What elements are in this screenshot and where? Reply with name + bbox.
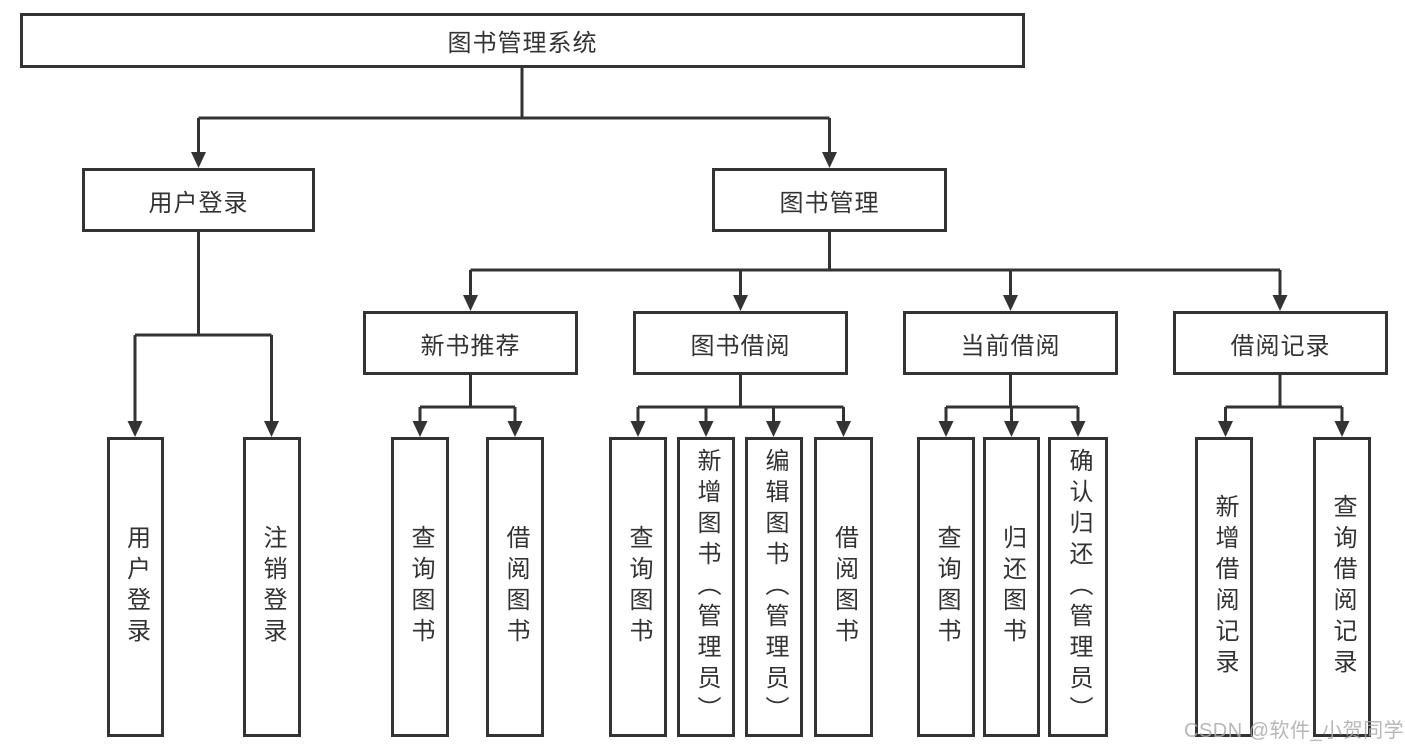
leaf-confirm-return-admin: 确认归还（管理员） xyxy=(1048,437,1108,737)
leaf-user-login-label: 用户登录 xyxy=(122,525,150,649)
leaf-borrowing-query-books-label: 查询图书 xyxy=(625,525,652,649)
leaf-return-books: 归还图书 xyxy=(983,437,1040,737)
node-current-borrowing: 当前借阅 xyxy=(903,311,1118,375)
leaf-add-books-admin-label: 新增图书（管理员） xyxy=(693,447,720,727)
leaf-recommend-query-books: 查询图书 xyxy=(391,437,449,737)
leaf-current-query-books-label: 查询图书 xyxy=(933,525,960,649)
leaf-add-borrow-record-label: 新增借阅记录 xyxy=(1211,494,1238,680)
node-user-login: 用户登录 xyxy=(82,168,315,232)
leaf-current-query-books: 查询图书 xyxy=(917,437,975,737)
node-book-borrowing: 图书借阅 xyxy=(633,311,848,375)
node-borrowing-records: 借阅记录 xyxy=(1173,311,1388,375)
leaf-recommend-borrow-books-label: 借阅图书 xyxy=(502,525,529,649)
leaf-user-login: 用户登录 xyxy=(107,437,164,737)
leaf-add-borrow-record: 新增借阅记录 xyxy=(1195,437,1253,737)
leaf-borrowing-borrow-books: 借阅图书 xyxy=(814,437,873,737)
node-new-book-recommendation: 新书推荐 xyxy=(363,311,578,375)
csdn-watermark: CSDN @软件_小贺同学 xyxy=(1184,720,1405,742)
leaf-logout: 注销登录 xyxy=(243,437,301,737)
arrowhead-icons xyxy=(127,152,1350,437)
leaf-query-borrow-record: 查询借阅记录 xyxy=(1313,437,1371,737)
leaf-add-books-admin: 新增图书（管理员） xyxy=(677,437,735,737)
leaf-query-borrow-record-label: 查询借阅记录 xyxy=(1329,494,1356,680)
leaf-recommend-borrow-books: 借阅图书 xyxy=(486,437,544,737)
leaf-confirm-return-admin-label: 确认归还（管理员） xyxy=(1065,447,1092,727)
leaf-edit-books-admin: 编辑图书（管理员） xyxy=(745,437,803,737)
leaf-edit-books-admin-label: 编辑图书（管理员） xyxy=(761,447,788,727)
leaf-return-books-label: 归还图书 xyxy=(998,525,1026,649)
leaf-recommend-query-books-label: 查询图书 xyxy=(407,525,434,649)
leaf-logout-label: 注销登录 xyxy=(259,525,286,649)
node-book-management: 图书管理 xyxy=(712,168,947,232)
node-library-management-system: 图书管理系统 xyxy=(20,13,1025,68)
leaf-borrowing-query-books: 查询图书 xyxy=(609,437,667,737)
leaf-borrowing-borrow-books-label: 借阅图书 xyxy=(830,525,858,649)
